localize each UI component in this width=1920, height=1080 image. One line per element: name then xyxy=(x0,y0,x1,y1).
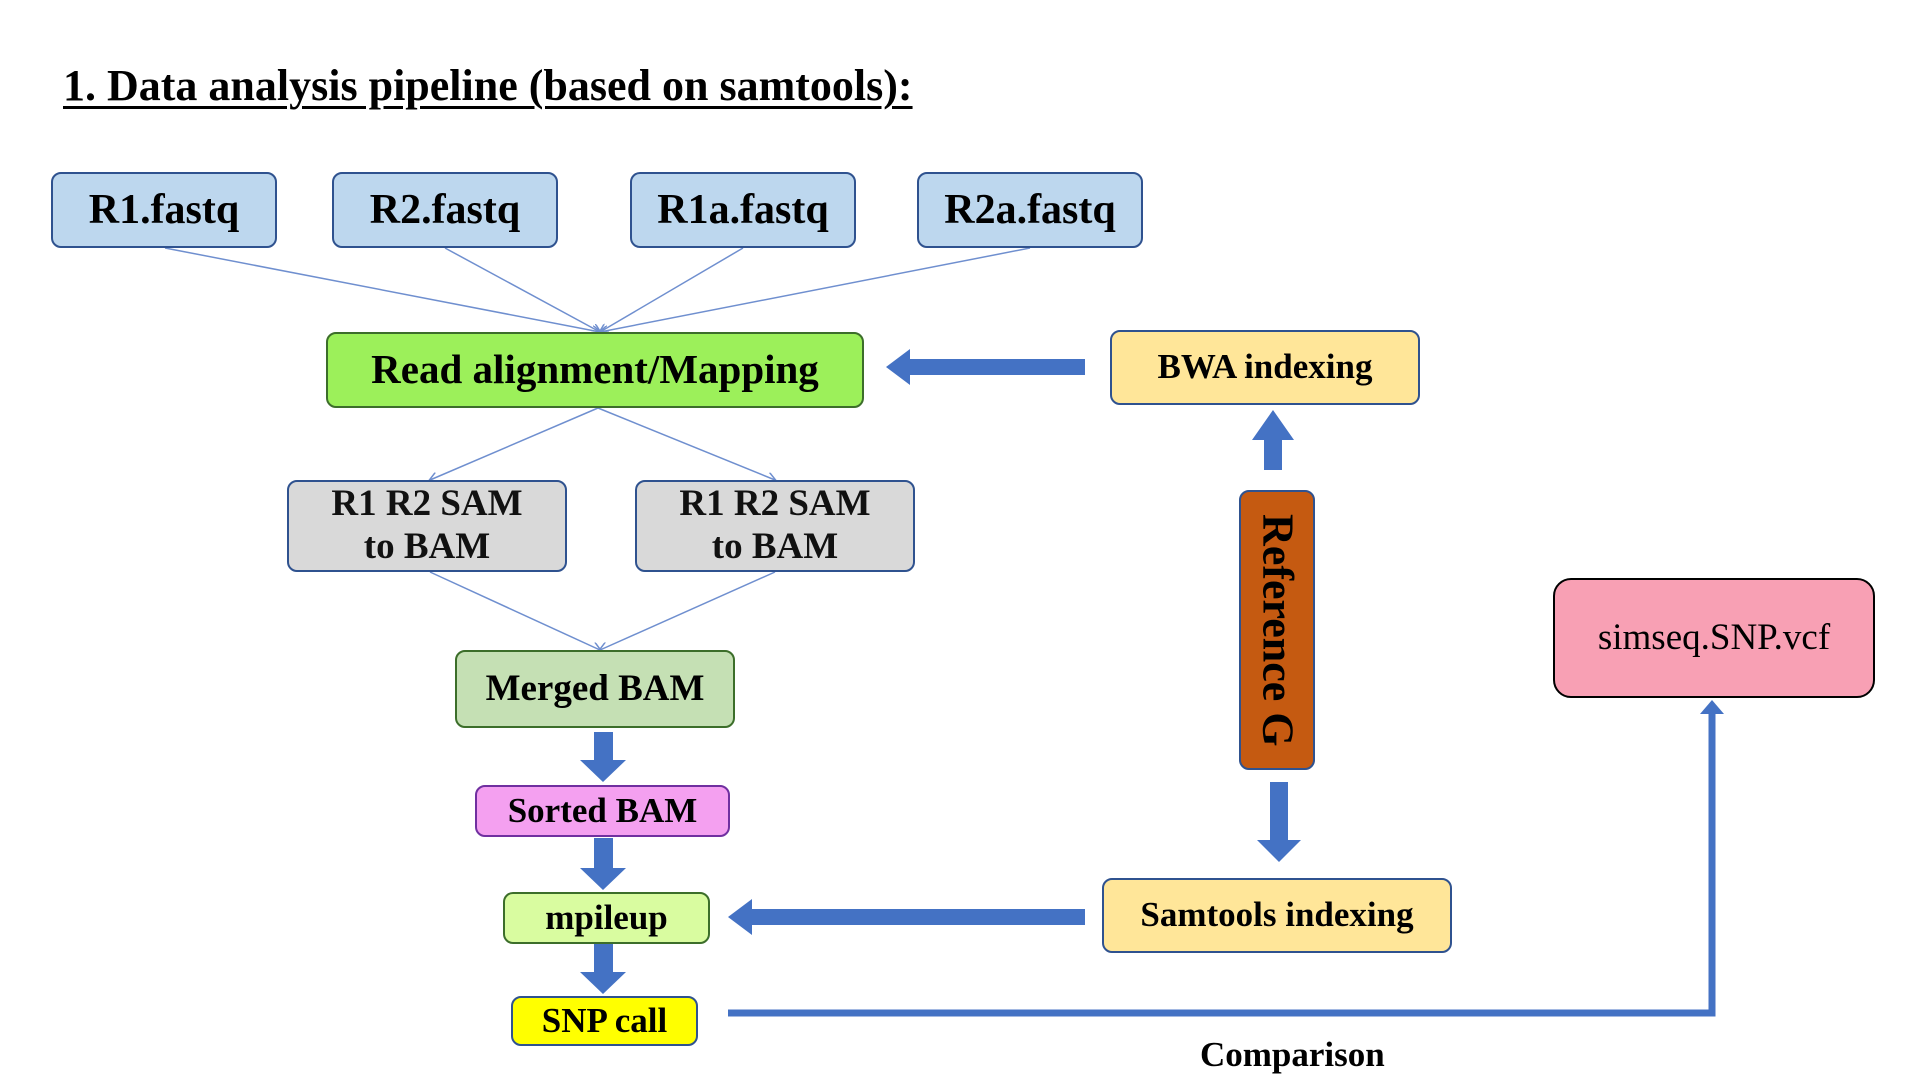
connector-r1a-mapping xyxy=(600,247,744,332)
input-r1a-fastq: R1a.fastq xyxy=(630,172,856,248)
sam-to-bam-line2: to BAM xyxy=(711,526,839,567)
sam-to-bam-box-2: R1 R2 SAM to BAM xyxy=(635,480,915,572)
arrow-merged-sorted xyxy=(580,732,626,782)
sam-to-bam-box-1: R1 R2 SAM to BAM xyxy=(287,480,567,572)
reference-genome-box: Reference G xyxy=(1239,490,1315,770)
arrow-snpcall-vcf xyxy=(728,712,1716,1017)
reference-genome-label: Reference G xyxy=(1253,513,1303,747)
arrow-reference-bwa xyxy=(1252,410,1294,470)
merged-bam-box: Merged BAM xyxy=(455,650,735,728)
arrow-mpileup-snpcall xyxy=(580,944,626,994)
connector-mapping-sambam2 xyxy=(597,407,775,480)
mpileup-box: mpileup xyxy=(503,892,710,944)
simseq-snp-vcf-box: simseq.SNP.vcf xyxy=(1553,578,1875,698)
sam-to-bam-line2: to BAM xyxy=(363,526,491,567)
snp-call-box: SNP call xyxy=(511,996,698,1046)
connector-r1-mapping xyxy=(164,247,600,332)
input-r2a-fastq: R2a.fastq xyxy=(917,172,1143,248)
connector-mapping-sambam1 xyxy=(430,407,599,480)
sam-to-bam-line1: R1 R2 SAM xyxy=(331,483,523,525)
input-r2-fastq: R2.fastq xyxy=(332,172,558,248)
connector-sambam2-merged xyxy=(600,571,776,650)
arrow-reference-samtools xyxy=(1257,782,1301,862)
connector-sambam1-merged xyxy=(429,571,600,650)
arrow-bwa-mapping xyxy=(886,349,1085,385)
input-r1-fastq: R1.fastq xyxy=(51,172,277,248)
arrow-samtools-mpileup xyxy=(728,899,1085,935)
arrow-snpcall-vcf-head xyxy=(1700,700,1724,714)
sam-to-bam-line1: R1 R2 SAM xyxy=(679,483,871,525)
sorted-bam-box: Sorted BAM xyxy=(475,785,730,837)
bwa-indexing-box: BWA indexing xyxy=(1110,330,1420,405)
connector-r2-mapping xyxy=(444,247,600,332)
connector-r2a-mapping xyxy=(600,247,1031,332)
comparison-label: Comparison xyxy=(1200,1035,1385,1074)
page-title: 1. Data analysis pipeline (based on samt… xyxy=(63,61,913,110)
arrow-sorted-mpileup xyxy=(580,838,626,890)
samtools-indexing-box: Samtools indexing xyxy=(1102,878,1452,953)
read-alignment-mapping-box: Read alignment/Mapping xyxy=(326,332,864,408)
